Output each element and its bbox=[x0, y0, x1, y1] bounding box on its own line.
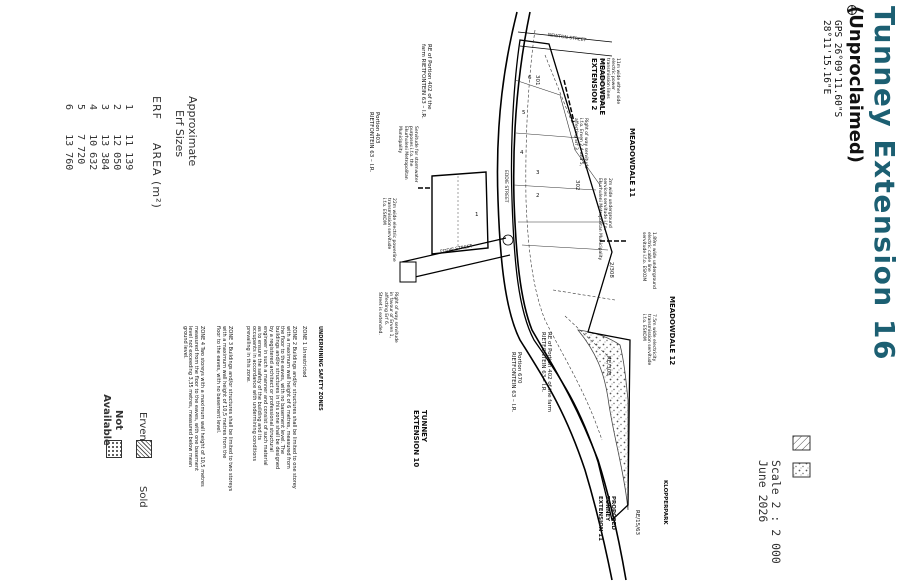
plot-label-re-308: RE/308 bbox=[605, 356, 611, 376]
street-label-eddie-1: EDDIE STREET bbox=[503, 170, 508, 203]
eddie-street bbox=[401, 237, 511, 281]
servitude-note-2: Right of way servitude i.f.o. Erven 2,4 … bbox=[572, 118, 588, 169]
erf-1-block bbox=[431, 171, 489, 255]
newton-street bbox=[517, 31, 613, 57]
plot-label-3: 3 bbox=[536, 170, 540, 176]
legend-swatch-not-available bbox=[792, 462, 811, 478]
label-portion-670: Portion 670 RIETFONTEIN 63 – I.R. bbox=[509, 352, 522, 413]
plot-label-6: 6 bbox=[528, 75, 532, 81]
erf-table-row: 1 11 139 bbox=[123, 104, 134, 171]
zone-3-text: ZONE 3 Buildings and/or structures shall… bbox=[215, 326, 234, 492]
plot-label-2-308: 2/308 bbox=[608, 262, 614, 278]
label-proposed-tunney: PROPOSED TUNNEY EXTENSION 11 bbox=[597, 496, 616, 541]
servitude-note-4: Servitude for stormwater purposes i.f.o.… bbox=[397, 126, 418, 183]
label-portion-ref: RE/15/63 bbox=[634, 510, 640, 535]
label-klopperpark: KLOPPERPARK bbox=[662, 480, 668, 525]
plan-date: June 2026 bbox=[755, 460, 770, 523]
gps-marker-icon bbox=[847, 5, 857, 15]
erf-table-header-row: ERF AREA (m²) bbox=[149, 96, 163, 209]
legend-not-available-swatch bbox=[106, 440, 122, 458]
map-title: Tunney Extension 16 bbox=[868, 6, 900, 361]
label-re-portion-402-right: RE of Portion 402 of the farm RIETFONTEI… bbox=[539, 332, 552, 413]
plot-label-2: 2 bbox=[536, 193, 540, 199]
gps-coordinates: GPS 26°09'11.60"S 28°11'15.16"E bbox=[820, 20, 843, 118]
servitude-note-1: 11m wide ether side electric power trans… bbox=[599, 58, 620, 108]
servitude-note-8: Right of way servitude in favour of Erve… bbox=[377, 292, 398, 343]
plot-label-4: 4 bbox=[520, 150, 524, 156]
servitude-note-7: 7.5m wide electricity transmission servi… bbox=[640, 314, 656, 366]
scale-block: Scale 2 : 2 000 June 2026 bbox=[755, 460, 783, 564]
plot-label-1: 1 bbox=[475, 212, 479, 218]
legend-sold-swatch bbox=[136, 440, 152, 458]
eddie-street-stub bbox=[399, 261, 417, 283]
township-boundary bbox=[510, 39, 631, 522]
erf-table-row: 6 13 760 bbox=[63, 104, 74, 171]
label-meadowdale-11: MEADOWDALE 11 bbox=[628, 128, 636, 198]
servitude-note-3: 2m wide underground services servitude i… bbox=[596, 178, 612, 261]
erf-table-row: 3 13 384 bbox=[99, 104, 110, 171]
boundary-marks bbox=[416, 79, 626, 242]
erf-table-heading: Approximate Erf Sizes bbox=[173, 96, 199, 167]
main-road-east-edge bbox=[512, 11, 627, 581]
servitude-lines bbox=[525, 29, 616, 441]
erf-table-row: 2 12 050 bbox=[111, 104, 122, 171]
zone-1-text: ZONE 1 Unrestricted bbox=[301, 326, 307, 378]
label-tunney-ext10: TUNNEY EXTENSION 10 bbox=[411, 410, 428, 468]
plot-label-301: 301 bbox=[534, 75, 540, 86]
traffic-circle bbox=[502, 234, 514, 246]
legend-swatch-sold bbox=[792, 435, 811, 451]
plot-label-302: 302 bbox=[574, 180, 580, 191]
label-portion-403: Portion 403 RIETFONTEIN 63 – I.R. bbox=[367, 112, 380, 173]
servitude-note-5: 22m wide electric powerline transmission… bbox=[380, 198, 396, 262]
erf-table-row: 4 10 632 bbox=[87, 104, 98, 171]
main-road-west-edge bbox=[496, 11, 613, 581]
servitude-note-6: 1.89m wide underground electric cable li… bbox=[640, 232, 656, 289]
label-meadowdale-12: MEADOWDALE 12 bbox=[668, 296, 676, 366]
zone-4-text: ZONE 4 Two storeys with a maximum wall h… bbox=[181, 326, 205, 487]
zone-2-text: ZONE 2 Buildings and/or structures shall… bbox=[245, 326, 297, 489]
label-re-portion-402-left: RE of Portion 402 of the farm RIETFONTEI… bbox=[419, 44, 432, 119]
scale-text: Scale 2 : 2 000 bbox=[769, 460, 783, 564]
gps-longitude: 28°11'15.16"E bbox=[821, 20, 833, 95]
gps-label: GPS bbox=[832, 20, 843, 38]
stippled-zone bbox=[577, 329, 629, 511]
legend-label-sold: Sold bbox=[137, 486, 148, 508]
erf-boundaries bbox=[513, 79, 609, 251]
map-subtitle: (Unproclaimed) bbox=[845, 6, 866, 164]
gps-latitude: 26°09'11.60"S bbox=[832, 42, 843, 118]
erf-table-row: 5 7 720 bbox=[75, 104, 86, 165]
erf-column-header: ERF bbox=[150, 96, 163, 120]
zones-heading: UNDERMINING SAFETY ZONES bbox=[317, 326, 323, 411]
area-column-header: AREA (m²) bbox=[150, 142, 163, 209]
plot-label-5: 5 bbox=[522, 110, 526, 116]
